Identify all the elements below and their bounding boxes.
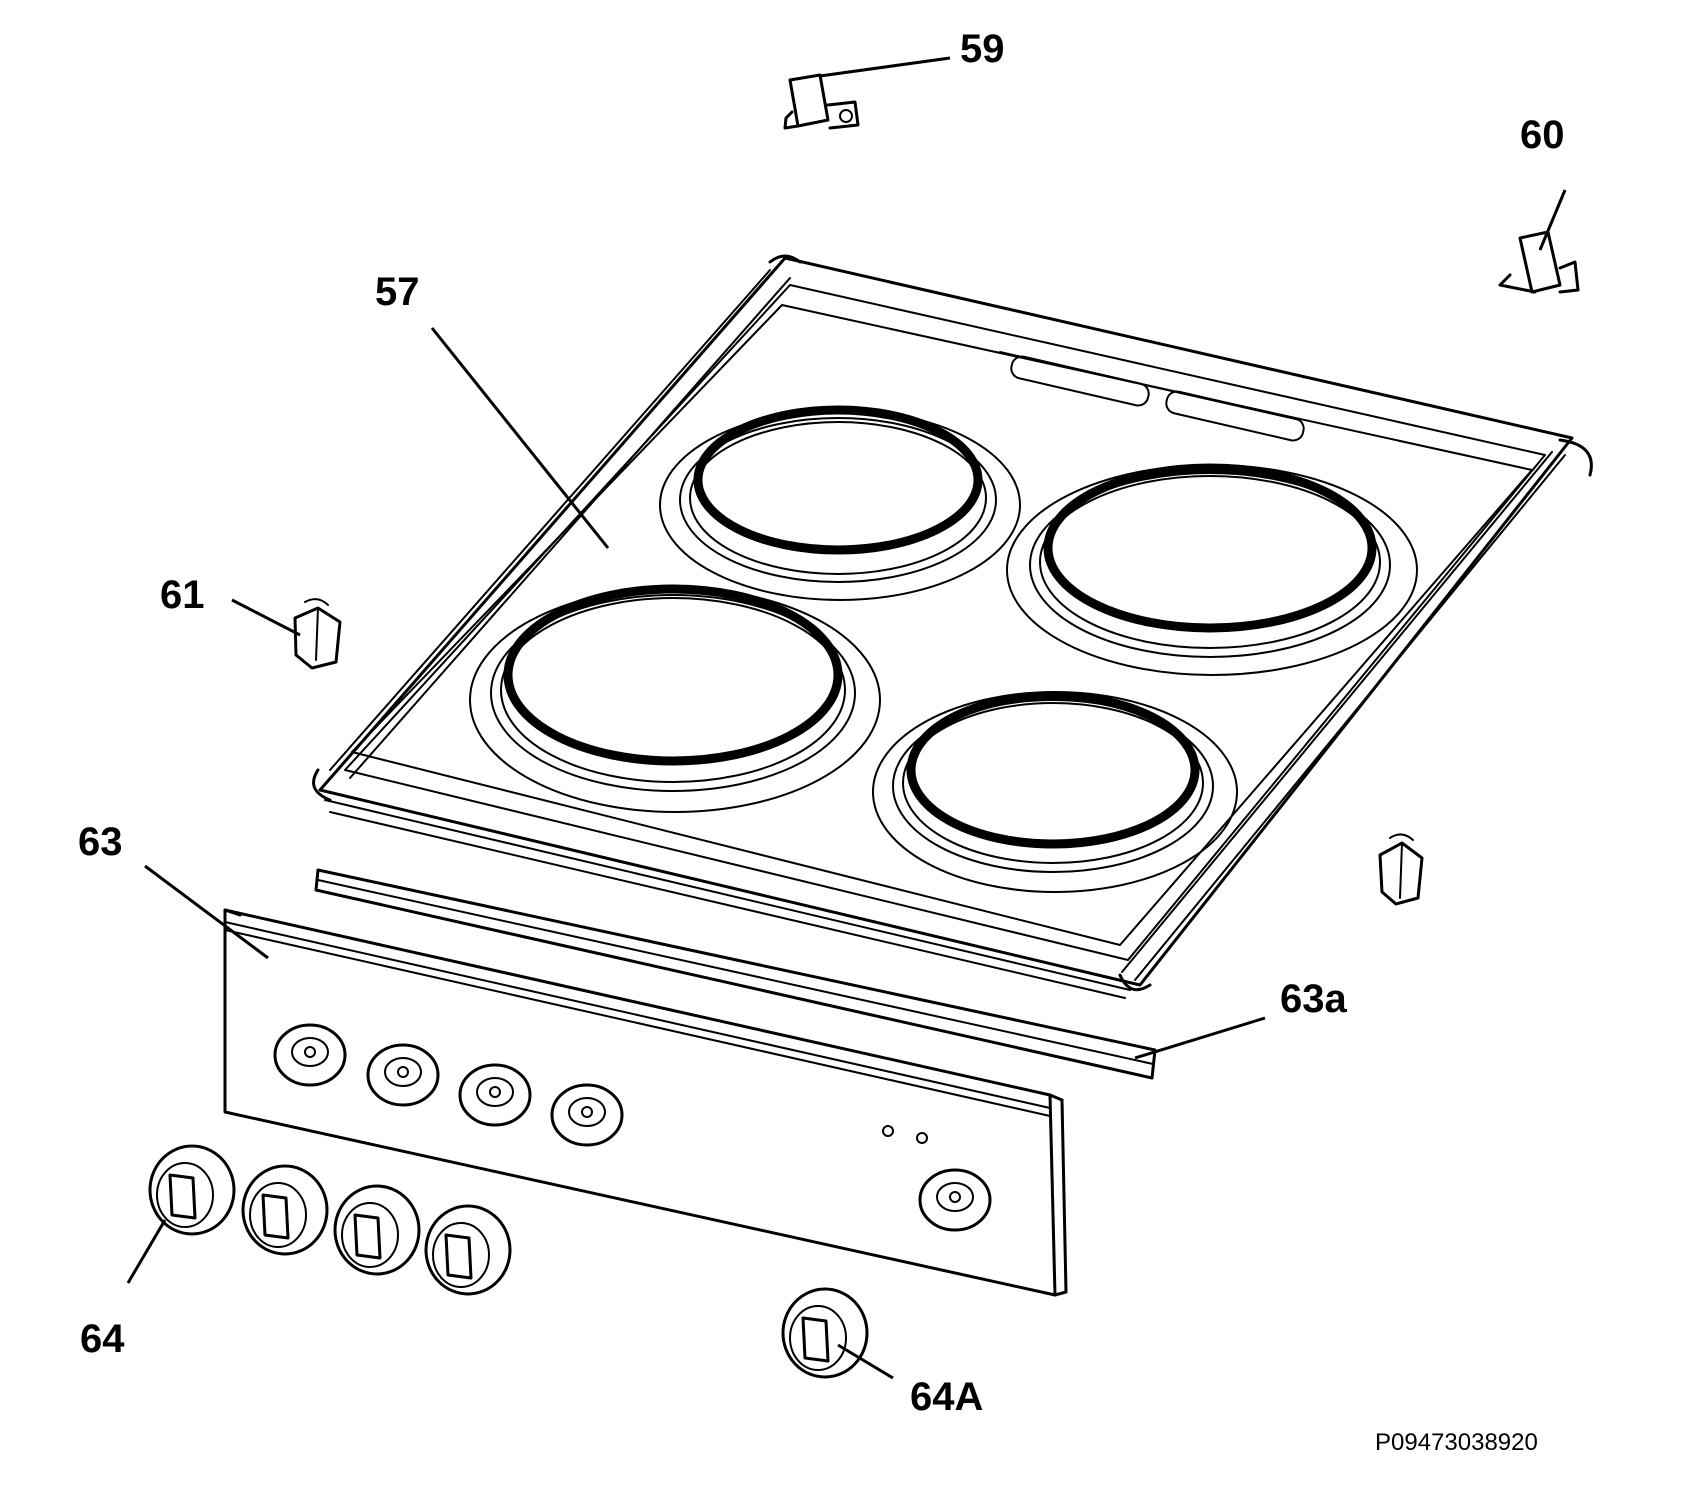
control-knob-64a bbox=[781, 1287, 869, 1379]
bracket-59 bbox=[783, 73, 860, 130]
bracket-60 bbox=[1498, 230, 1580, 294]
cooking-zone-front-right bbox=[872, 691, 1238, 893]
control-knob bbox=[424, 1204, 512, 1296]
callout-64a: 64A bbox=[910, 1375, 983, 1419]
cooking-zone-rear-right bbox=[1006, 463, 1418, 676]
control-knob bbox=[333, 1184, 421, 1276]
callout-60: 60 bbox=[1520, 113, 1565, 157]
drawing-code: P09473038920 bbox=[1375, 1429, 1538, 1456]
knob-boss bbox=[918, 1168, 992, 1232]
leader-63 bbox=[144, 864, 269, 960]
callout-63a: 63a bbox=[1280, 977, 1347, 1021]
leader-64 bbox=[126, 1219, 167, 1284]
knob-boss bbox=[273, 1023, 347, 1087]
indicator-light bbox=[916, 1132, 928, 1144]
cooking-zone-front-left bbox=[469, 584, 881, 813]
cooking-zone-rear-left bbox=[659, 405, 1021, 601]
callout-57: 57 bbox=[375, 270, 420, 314]
clip-right bbox=[1378, 833, 1424, 906]
callout-64: 64 bbox=[80, 1317, 125, 1361]
leader-64a bbox=[837, 1343, 894, 1380]
callout-59: 59 bbox=[960, 27, 1005, 71]
leader-57 bbox=[430, 327, 610, 549]
indicator-light bbox=[882, 1125, 894, 1137]
callout-61: 61 bbox=[160, 573, 205, 617]
knob-boss bbox=[550, 1083, 624, 1147]
leader-61 bbox=[231, 598, 301, 637]
trim-strip bbox=[314, 868, 1157, 1080]
callout-63: 63 bbox=[78, 820, 123, 864]
control-panel bbox=[223, 908, 1068, 1297]
hob-top bbox=[312, 254, 1593, 999]
control-knob bbox=[148, 1144, 236, 1236]
knob-boss bbox=[458, 1063, 532, 1127]
clip-61 bbox=[293, 598, 342, 670]
knob-boss bbox=[366, 1043, 440, 1107]
leader-60 bbox=[1538, 189, 1567, 251]
control-knob bbox=[241, 1164, 329, 1256]
leader-59 bbox=[819, 56, 951, 78]
leader-63a bbox=[1134, 1016, 1266, 1060]
